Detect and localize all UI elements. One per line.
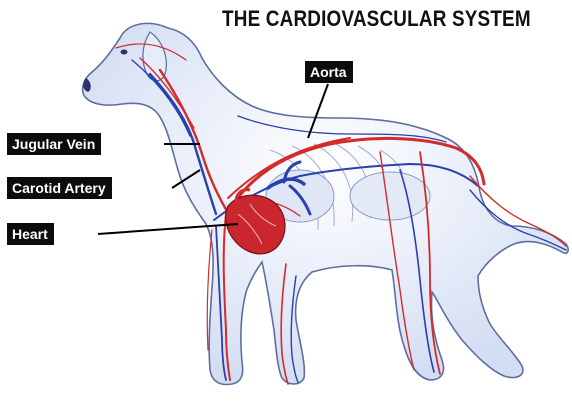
aorta-label: Aorta xyxy=(305,61,353,83)
intestines xyxy=(350,172,430,220)
jugular-vein-label: Jugular Vein xyxy=(7,133,101,155)
dog-eye xyxy=(121,50,128,55)
carotid-artery-label: Carotid Artery xyxy=(7,177,112,199)
diagram-title: THE CARDIOVASCULAR SYSTEM xyxy=(222,6,531,32)
heart-label: Heart xyxy=(7,223,54,245)
